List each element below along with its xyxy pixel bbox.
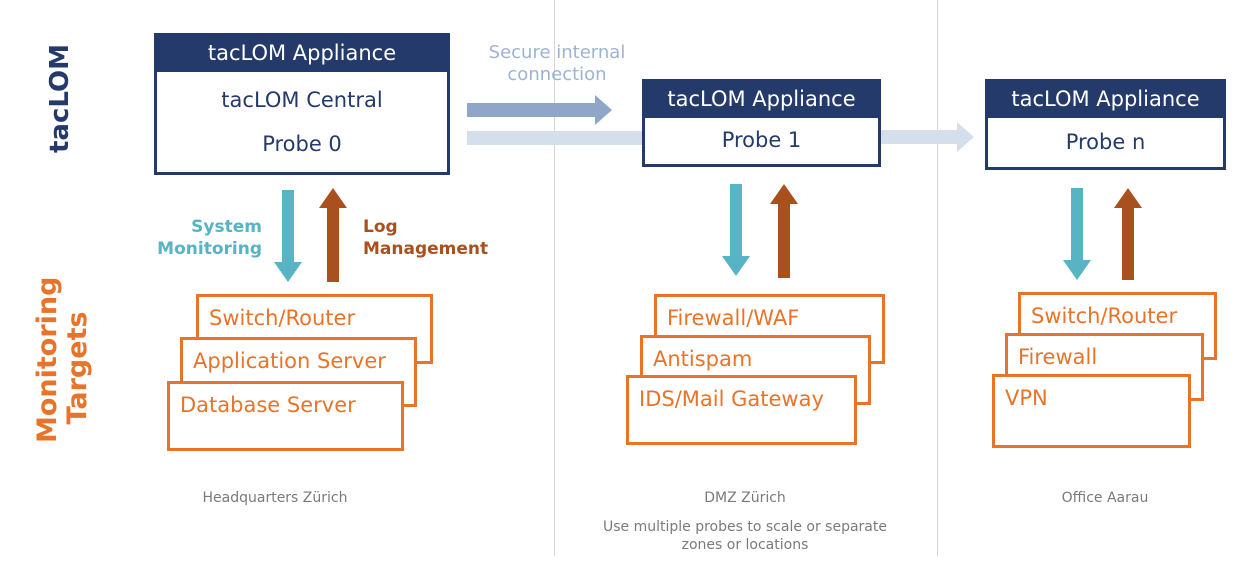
secure-connection-label: Secure internal connection [472,42,642,86]
log-management-line2: Management [363,239,489,259]
log-management-arrow-3 [1114,188,1142,280]
scaling-note: Use multiple probes to scale or separate… [570,518,920,554]
appliance-probe-1: tacLOM Appliance Probe 1 [642,79,881,167]
target-label: Database Server [180,393,356,417]
target-label: Firewall/WAF [667,306,800,330]
probe-label: Probe n [1065,130,1146,154]
log-management-arrow-2 [770,184,798,278]
system-monitoring-label: System Monitoring [140,216,262,260]
target-label: Switch/Router [209,306,356,330]
probe-label: Probe 0 [262,132,342,156]
target-label: VPN [1005,386,1048,410]
location-label: Office Aarau [1061,490,1149,506]
zone-divider-2 [937,0,938,556]
appliance-central: tacLOM Appliance tacLOM Central Probe 0 [154,33,450,175]
target-label: Application Server [193,349,386,373]
target-card: IDS/Mail Gateway [626,375,857,445]
location-label: Headquarters Zürich [202,490,348,506]
secure-connection-arrow [467,95,612,125]
log-management-arrow-1 [319,188,347,282]
target-label: IDS/Mail Gateway [639,387,824,411]
log-management-line1: Log [363,217,398,237]
system-monitoring-arrow-1 [274,190,302,282]
target-card: VPN [992,374,1191,448]
appliance-title: tacLOM Appliance [157,36,447,72]
scaling-note-line2: zones or locations [681,537,809,553]
log-management-label: Log Management [363,216,513,260]
appliance-probe-n: tacLOM Appliance Probe n [985,79,1226,170]
location-label: DMZ Zürich [704,490,786,506]
scaling-note-line1: Use multiple probes to scale or separate [603,519,887,535]
secure-connection-line2: connection [507,64,607,85]
system-monitoring-arrow-2 [722,184,750,276]
appliance-title: tacLOM Appliance [988,82,1223,118]
target-card: Database Server [167,381,404,451]
system-monitoring-line2: Monitoring [157,239,262,259]
target-label: Switch/Router [1031,304,1178,328]
central-label: tacLOM Central [221,88,383,112]
system-monitoring-line1: System [191,217,262,237]
system-monitoring-arrow-3 [1063,188,1091,280]
connection-band-probe1 [467,131,643,145]
target-label: Antispam [653,347,753,371]
secure-connection-line1: Secure internal [488,42,626,63]
zone-divider-1 [554,0,555,556]
appliance-title: tacLOM Appliance [645,82,878,118]
target-label: Firewall [1018,345,1098,369]
probe-label: Probe 1 [721,128,802,152]
connection-arrow-probe-n [881,122,974,152]
